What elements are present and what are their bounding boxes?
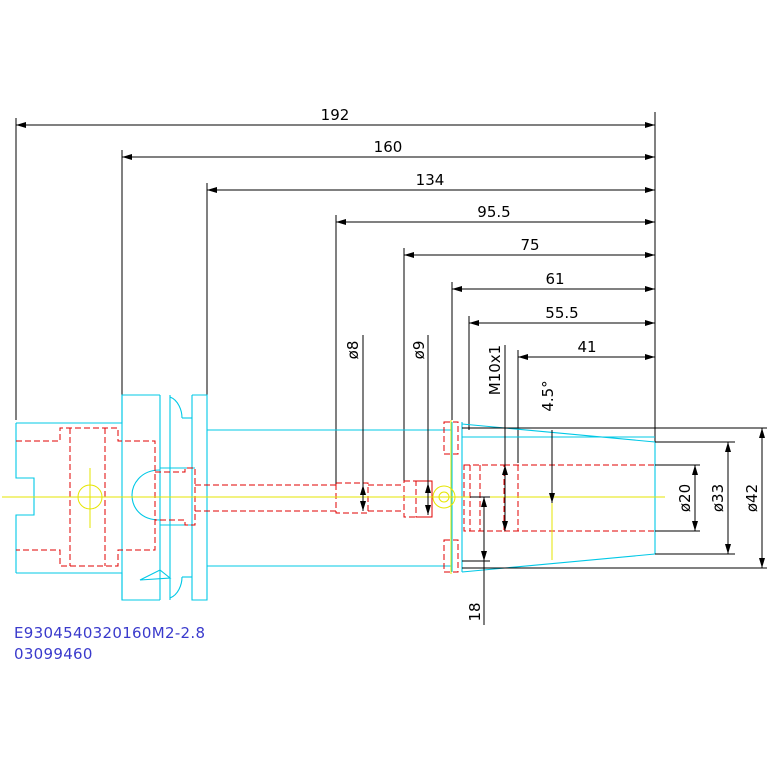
dim-192-label: 192 xyxy=(321,106,350,124)
diameter-dimensions: ø8 ø9 M10x1 4.5° ø20 ø33 ø42 18 xyxy=(344,335,767,625)
dia9-label: ø9 xyxy=(410,341,428,360)
dim-95-5-label: 95.5 xyxy=(477,203,510,221)
holder-outline xyxy=(15,394,656,601)
center-lines xyxy=(2,420,665,574)
part-number: 03099460 xyxy=(14,645,93,663)
dim-134-label: 134 xyxy=(416,171,445,189)
dia20-label: ø20 xyxy=(676,484,694,512)
dim-18-label: 18 xyxy=(466,602,484,621)
dia8-label: ø8 xyxy=(344,341,362,360)
dia42-label: ø42 xyxy=(743,484,761,512)
angle-label: 4.5° xyxy=(539,380,557,411)
dim-41-label: 41 xyxy=(577,338,596,356)
thread-label: M10x1 xyxy=(486,345,504,395)
dim-160-label: 160 xyxy=(374,138,403,156)
dia33-label: ø33 xyxy=(709,484,727,512)
dim-61-label: 61 xyxy=(545,270,564,288)
length-dimensions: 192 160 134 95.5 75 61 55.5 41 xyxy=(15,106,656,485)
dim-75-label: 75 xyxy=(520,236,539,254)
dim-55-5-label: 55.5 xyxy=(545,304,578,322)
part-code: E9304540320160M2-2.8 xyxy=(14,624,206,642)
